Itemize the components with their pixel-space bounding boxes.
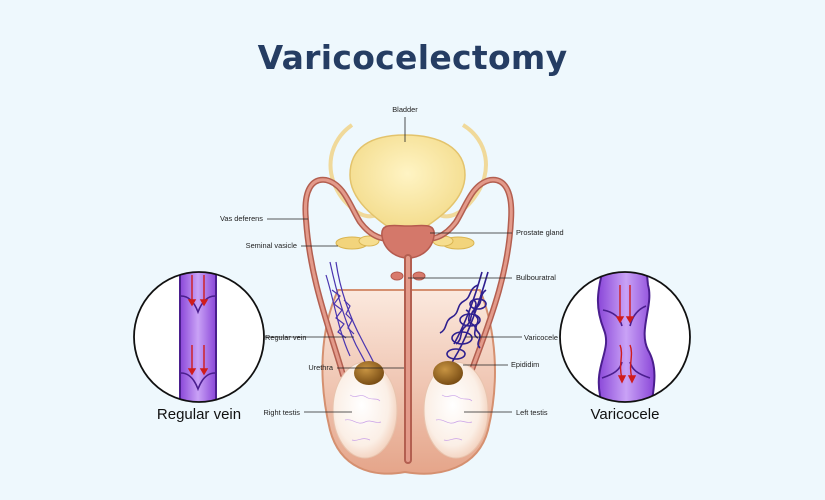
label-varicocele: Varicocele: [524, 333, 558, 342]
right-ureter: [436, 123, 488, 219]
label-bulbouratral: Bulbouratral: [516, 273, 556, 282]
label-epididim: Epididim: [511, 360, 539, 369]
testis-vessels: [344, 394, 473, 441]
seminal-vesicles: [335, 235, 475, 250]
label-seminal-vesicle: Seminal vasicle: [246, 241, 297, 250]
caption-varicocele: Varicocele: [591, 406, 660, 423]
label-bladder: Bladder: [392, 105, 418, 114]
left-testis: [423, 361, 489, 459]
label-prostate-gland: Prostate gland: [516, 228, 564, 237]
label-right-testis: Right testis: [263, 408, 300, 417]
prostate-gland: [381, 224, 435, 259]
regular-vein-inset-icon: [133, 271, 265, 403]
caption-regular-vein: Regular vein: [157, 406, 241, 423]
page-title: Varicocelectomy: [257, 38, 568, 77]
label-regular-vein: Regular vein: [265, 333, 307, 342]
epididymis-right: [354, 361, 384, 385]
label-vas-deferens: Vas deferens: [220, 214, 263, 223]
varicocele-inset-icon: [559, 271, 691, 403]
label-urethra: Urethra: [308, 363, 334, 372]
epididymis-left: [433, 361, 463, 385]
left-ureter: [328, 123, 380, 219]
leader-lines: [265, 117, 522, 413]
label-left-testis: Left testis: [516, 408, 548, 417]
